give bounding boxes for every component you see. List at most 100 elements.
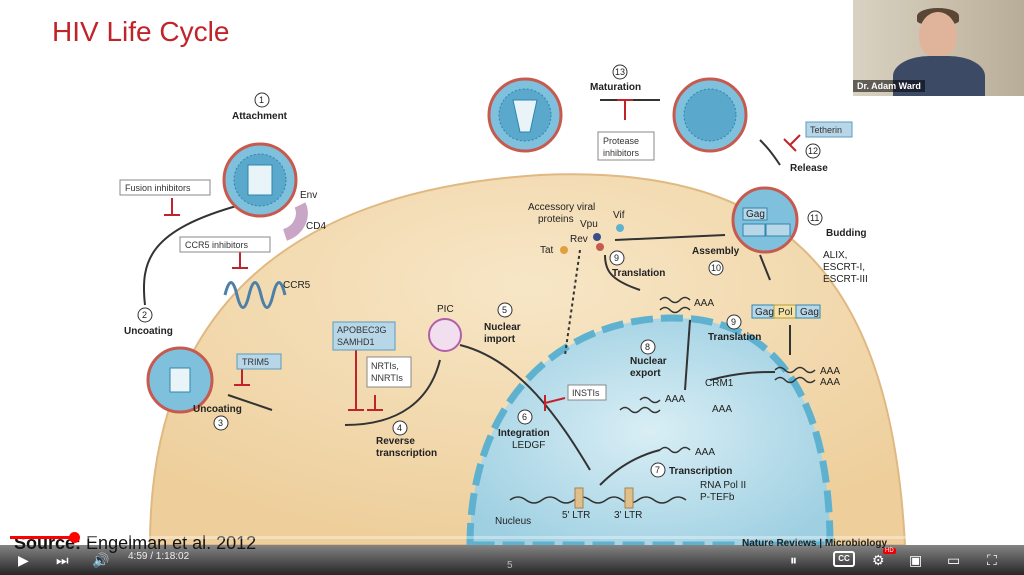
virion-immature [672,77,748,153]
accessory-label-2: proteins [538,214,574,225]
inhibitor-insti-label: INSTIs [572,388,600,398]
step-4: 4 Reverse transcription [376,420,437,459]
arrow-uncoating [227,394,273,411]
step-6: 6 Integration LEDGF [498,409,550,451]
env-label: Env [300,190,317,201]
time-display: 4:59 / 1:18:02 [128,551,190,562]
fullscreen-icon[interactable]: ⛶ [987,552,997,568]
step-1-label: Attachment [232,111,288,122]
step-9a-label: Translation [612,268,665,279]
gag-label-2: Gag [800,307,819,318]
vif-dot [616,224,624,232]
step-9b: 9 Translation [708,314,761,343]
inhibitor-protease-line1: Protease [603,136,639,146]
arrow-nuclear-export [684,319,691,391]
hd-badge: HD [883,548,896,554]
step-5: 5 Nuclear import [484,302,521,345]
step-4-num: 4 [397,423,402,433]
step-13-label: Maturation [590,82,641,93]
inhibitor-protease-line2: inhibitors [603,148,640,158]
arrow-reverse-transcription [344,359,441,426]
hiv-lifecycle-diagram: Fusion inhibitors CCR5 inhibitors TRIM5 … [119,64,907,545]
slide-page-number: 5 [507,560,513,571]
step-3-num: 3 [218,418,223,428]
volume-icon[interactable]: 🔊 [92,552,110,568]
theater-mode-icon[interactable]: ▭ [947,552,961,568]
miniplayer-icon[interactable]: ▣ [909,552,923,568]
arrow-transcription [599,449,661,486]
vif-label: Vif [613,210,625,221]
escrt1-label: ESCRT-I, [823,262,865,273]
aaa-4: AAA [695,447,715,458]
gag-label-bud: Gag [746,209,765,220]
ltr5-label: 5' LTR [562,510,590,521]
autoplay-toggle-icon[interactable]: ⏸ [790,552,797,568]
ccr5-label: CCR5 [283,280,311,291]
captions-button[interactable]: CC [833,551,855,567]
inhibitor-nrti-line1: NRTIs, [371,361,399,371]
step-9b-num: 9 [731,317,736,327]
rnapol-label: RNA Pol II [700,480,746,491]
inhibitor-apobec: APOBEC3G SAMHD1 [332,321,396,351]
arrow-fusion [142,204,241,306]
step-10-label: Assembly [692,246,740,257]
rna-strands [509,296,816,504]
progress-fill [10,536,75,539]
gag-pol-polyprotein: Gag Pol Gag [751,304,821,319]
aaa-1: AAA [694,298,714,309]
step-5-label-2: import [484,334,516,345]
arrow-release [759,139,781,166]
rev-label: Rev [570,234,588,245]
step-7: 7 Transcription [650,462,732,478]
accessory-label-1: Accessory viral [528,202,595,213]
vpu-label: Vpu [580,219,598,230]
step-13: 13 Maturation [590,64,641,93]
inhibitor-ccr5-label: CCR5 inhibitors [185,240,249,250]
next-icon[interactable]: ⏭ [56,552,69,568]
inhibitor-tetherin-label: Tetherin [810,125,842,135]
virion-mature [487,77,563,153]
step-8: 8 Nuclear export [630,339,667,379]
step-8-num: 8 [645,342,650,352]
step-2-label: Uncoating [124,326,173,337]
arrow-nuclear-import [459,344,591,471]
step-3: 3 Uncoating [193,404,242,431]
step-11: 11 Budding [807,210,867,239]
tat-label: Tat [540,245,554,256]
step-12-num: 12 [808,146,818,156]
progress-bar[interactable] [10,532,1014,543]
presenter-name: Dr. Adam Ward [853,80,925,92]
inhibitor-nrti: NRTIs, NNRTIs [366,356,412,388]
virion-budding [731,186,799,254]
aaa-3: AAA [820,377,840,388]
step-2: 2 Uncoating [124,307,173,337]
slide: HIV Life Cycle [52,0,1024,549]
aaa-2: AAA [820,366,840,377]
step-8-label: Nuclear [630,356,667,367]
step-4-label-2: transcription [376,448,437,459]
crm1-label: CRM1 [705,378,734,389]
step-6-num: 6 [522,412,527,422]
inhibitor-fusion: Fusion inhibitors [119,179,211,196]
arrow-translation-left [604,254,641,291]
step-10-num: 10 [711,263,721,273]
ledgf-label: LEDGF [512,440,545,451]
cd4-label: CD4 [306,221,326,232]
rev-dot [596,243,604,251]
step-3-label: Uncoating [193,404,242,415]
inhibitor-protease: Protease inhibitors [597,131,655,161]
inhibitor-trim5-label: TRIM5 [242,357,269,367]
step-5-num: 5 [502,305,507,315]
inhibitor-apobec-line2: SAMHD1 [337,337,375,347]
slide-title: HIV Life Cycle [52,16,230,47]
step-10: 10 Assembly [692,246,740,276]
cd4-receptor [282,202,308,241]
gag-label-1: Gag [755,307,774,318]
progress-scrubber[interactable] [69,532,81,543]
play-icon[interactable]: ▶ [18,552,29,568]
aaa-6: AAA [712,404,732,415]
inhibitor-tetherin: Tetherin [805,121,853,138]
settings-gear-icon[interactable]: ⚙ [872,552,885,568]
vpu-dot [593,233,601,241]
arrow-assembly [614,234,726,241]
